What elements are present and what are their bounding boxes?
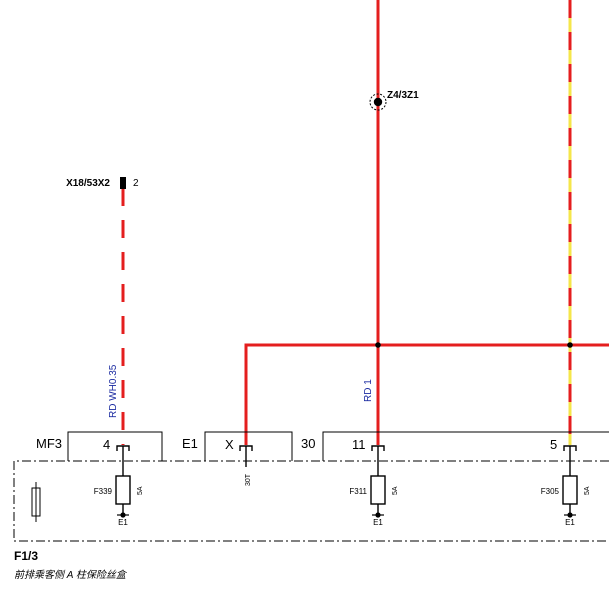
- contact-symbol: [116, 445, 130, 462]
- terminal-group-name: MF3: [36, 436, 62, 451]
- fuse-box-description: 前排乘客侧 A 柱保险丝盒: [14, 569, 128, 581]
- terminal-pin: 5: [550, 437, 557, 452]
- terminal-group-e1: E1 X: [182, 431, 293, 461]
- wire-label-rd-1: RD 1: [363, 379, 374, 402]
- lead-30t-label: 30T: [245, 473, 252, 486]
- contact-symbol: [563, 445, 577, 462]
- wire-bus-red: [244, 343, 609, 445]
- fuse-id: F339: [94, 487, 113, 496]
- connector-name: X18/53X2: [66, 178, 110, 189]
- fuse-ground: E1: [565, 518, 575, 527]
- junction-dot: [567, 342, 573, 348]
- junction-dot: [375, 342, 381, 348]
- fuse-f339: F339 5A E1: [94, 462, 144, 527]
- fuse-id: F311: [349, 487, 367, 496]
- terminal-pin: X: [225, 437, 234, 452]
- terminal-pin: 4: [103, 437, 110, 452]
- contact-symbol: [239, 445, 253, 462]
- fuse-ground: E1: [118, 518, 128, 527]
- fuse-f305: F305 5A E1: [541, 462, 591, 527]
- connector-pin-block: [120, 177, 126, 189]
- terminal-pin: 11: [352, 437, 366, 452]
- connector-pin: 2: [133, 178, 139, 189]
- fuse-box-boundary: [13, 460, 609, 542]
- fuse-rating: 5A: [137, 486, 144, 495]
- fuse-ground: E1: [373, 518, 383, 527]
- lead-30t: 30T: [245, 462, 252, 486]
- fuse-rating: 5A: [392, 486, 399, 495]
- terminal-group-30: 30 11 5: [301, 431, 609, 461]
- fuse-f311: F311 5A E1: [349, 462, 399, 527]
- fuse-id: F305: [541, 487, 560, 496]
- terminal-group-name: 30: [301, 436, 315, 451]
- splice-icon: [369, 93, 387, 111]
- terminal-group-mf3: MF3 4: [36, 431, 163, 461]
- fuse-box-id: F1/3: [14, 549, 38, 563]
- splice-name: Z4/3Z1: [387, 90, 419, 101]
- wire-label-rd-wh: RD WH0.35: [108, 364, 119, 418]
- fuse-rating: 5A: [584, 486, 591, 495]
- contact-symbol: [371, 445, 385, 462]
- fuse-icon: [31, 482, 41, 522]
- terminal-group-name: E1: [182, 436, 198, 451]
